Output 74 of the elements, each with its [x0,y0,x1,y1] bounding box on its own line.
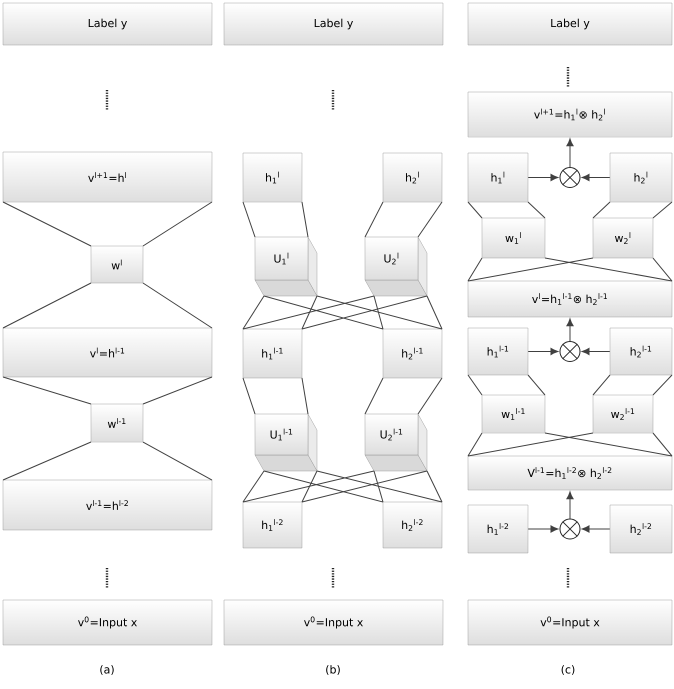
connector-line [652,202,672,218]
connector-line [2,442,92,480]
layer-box: v$^{l-1}$=h$^{l-2}$ [2,480,212,530]
connector-line [142,442,212,480]
layer-box: Label y [2,2,212,46]
connector-line [142,376,212,404]
weight-box: w$^{l-1}$ [90,404,144,442]
connector-line [652,374,672,396]
connector-line [374,470,384,502]
layer-box: v$^{0}$=Input x [2,600,212,646]
product-circle [560,167,580,188]
arrow [528,348,558,356]
connector-line [468,258,482,282]
connector-line [302,470,318,502]
connector-line [302,202,308,238]
arrow [582,348,610,356]
connector-line [302,470,428,502]
layer-box: v$^{0}$=Input x [224,600,444,646]
product-circle [560,518,580,540]
caption-label: (c) [562,665,574,675]
connector-line [264,470,384,502]
connector-line [374,296,384,330]
connector-line [418,202,442,238]
connector-line [592,202,610,218]
connector-line [426,470,442,502]
connector-line [242,470,264,502]
connector-line [2,376,92,404]
arrow [566,491,574,519]
connector-line [652,258,672,282]
connector-line [592,374,610,396]
connector-line [2,282,92,328]
connector-line [302,296,318,330]
caption-label: (a) [100,665,114,675]
arrow [528,174,558,182]
product-circle [560,341,580,362]
connector-line [242,378,256,414]
connector-line [316,296,442,330]
connector-line [2,202,92,246]
arrow [566,138,574,168]
connector-line [468,432,482,456]
connector-line [302,378,308,414]
connector-line [242,470,374,502]
connector-line [242,202,256,238]
connector-line [264,296,384,330]
connector-line [142,202,212,246]
connector-line [426,296,442,330]
caption-label: (b) [326,665,340,675]
connector-line [528,374,546,396]
arrow [582,174,610,182]
connector-line [242,296,264,330]
layer-box: v$^{l+1}$=h$^{l}$ [2,152,212,202]
connector-line [652,432,672,456]
connector-line [142,282,212,328]
connector-line [544,258,672,282]
weight-box: w$^{l}$ [90,246,144,284]
connector-line [528,202,546,218]
arrow [582,525,610,533]
connector-line [544,432,672,456]
layer-box: Label y [468,2,672,46]
layer-box: v$^{0}$=Input x [468,600,672,646]
connector-line [468,374,482,396]
connector-line [316,470,442,502]
connector-line [418,378,442,414]
layer-box: Label y [224,2,444,46]
connector-line [242,296,374,330]
connector-line [302,296,428,330]
arrow [528,525,558,533]
arrow [566,318,574,342]
layer-box: v$^{l}$=h$^{l-1}$ [2,328,212,378]
connector-line [468,432,594,456]
connector-line [364,378,384,414]
connector-line [468,258,594,282]
connector-line [364,202,384,238]
connector-line [468,202,482,218]
